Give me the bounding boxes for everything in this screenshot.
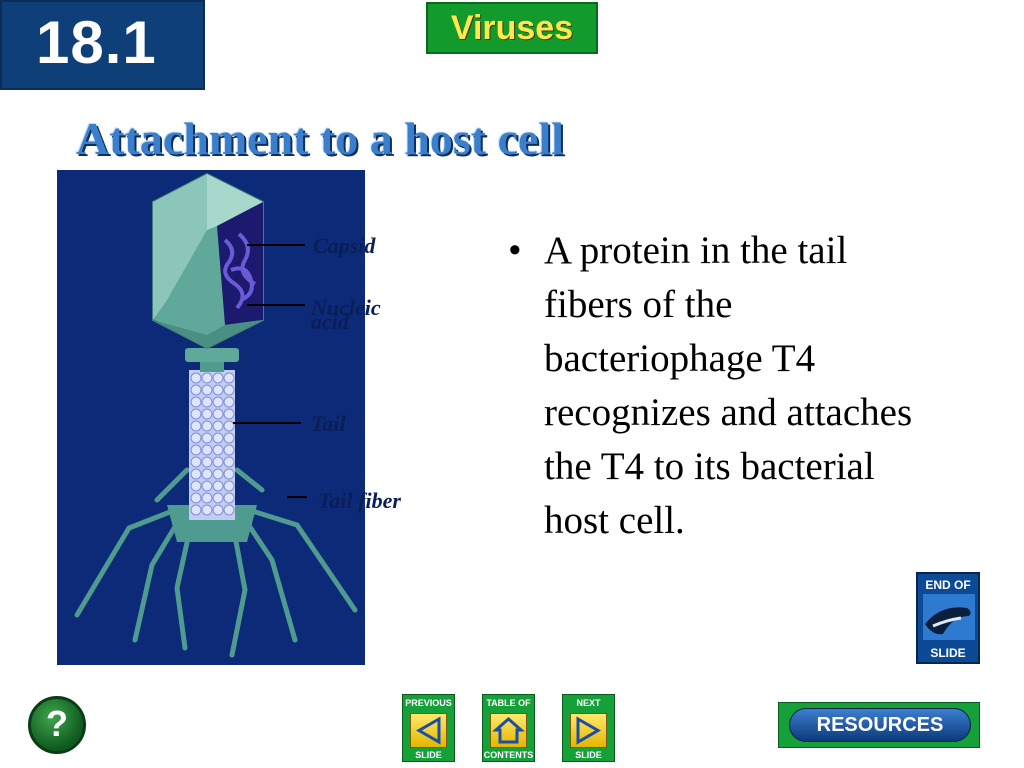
chapter-title-tag: Viruses (426, 2, 598, 54)
capsid-pointer (247, 244, 305, 246)
chapter-title: Viruses (450, 9, 574, 47)
next-label-bottom: SLIDE (575, 750, 602, 760)
end-of-slide-button[interactable]: END OF SLIDE (916, 572, 980, 664)
section-number: 18.1 (36, 9, 157, 76)
previous-label-top: PREVIOUS (405, 698, 452, 708)
contents-label-bottom: CONTENTS (483, 750, 534, 760)
question-mark-icon: ? (46, 703, 68, 744)
right-arrow-icon (576, 716, 602, 745)
nucleic-acid-pointer (247, 304, 305, 306)
capsid-head (152, 172, 264, 350)
bullet-text: A protein in the tail fibers of the bact… (544, 229, 913, 542)
whale-icon (923, 594, 975, 640)
capsid-label: Capsid (313, 233, 376, 258)
next-label-top: NEXT (576, 698, 601, 708)
collar (185, 348, 239, 362)
bacteriophage-illustration (74, 172, 358, 658)
slide-title: Attachment to a host cell (76, 113, 565, 164)
tail-fiber-label: Tail fiber (318, 488, 401, 513)
resources-button[interactable]: RESOURCES (778, 702, 980, 748)
neck (200, 362, 224, 372)
help-button[interactable]: ? (28, 696, 86, 754)
end-of-slide-label-top: END OF (925, 578, 971, 592)
previous-slide-button[interactable]: PREVIOUS SLIDE (402, 694, 455, 762)
next-slide-button[interactable]: NEXT SLIDE (562, 694, 615, 762)
tail-label: Tail (311, 411, 346, 436)
nucleic-acid-label: Nucleic acid (311, 295, 381, 334)
tail-fibers (74, 467, 358, 658)
tail-pointer (233, 422, 301, 424)
tail-fiber-pointer (287, 496, 307, 498)
bullet-dot: • (508, 229, 522, 272)
previous-label-bottom: SLIDE (415, 750, 442, 760)
left-arrow-icon (415, 716, 441, 745)
bullet-point: • A protein in the tail fibers of the ba… (508, 224, 928, 548)
table-of-contents-button[interactable]: TABLE OF CONTENTS (482, 694, 535, 762)
tail-sheath (189, 370, 235, 520)
home-icon (492, 717, 525, 744)
bacteriophage-diagram (57, 170, 365, 665)
contents-label-top: TABLE OF (486, 698, 531, 708)
end-of-slide-label-bottom: SLIDE (930, 646, 966, 660)
resources-label: RESOURCES (816, 714, 944, 736)
section-number-badge: 18.1 (0, 0, 205, 90)
